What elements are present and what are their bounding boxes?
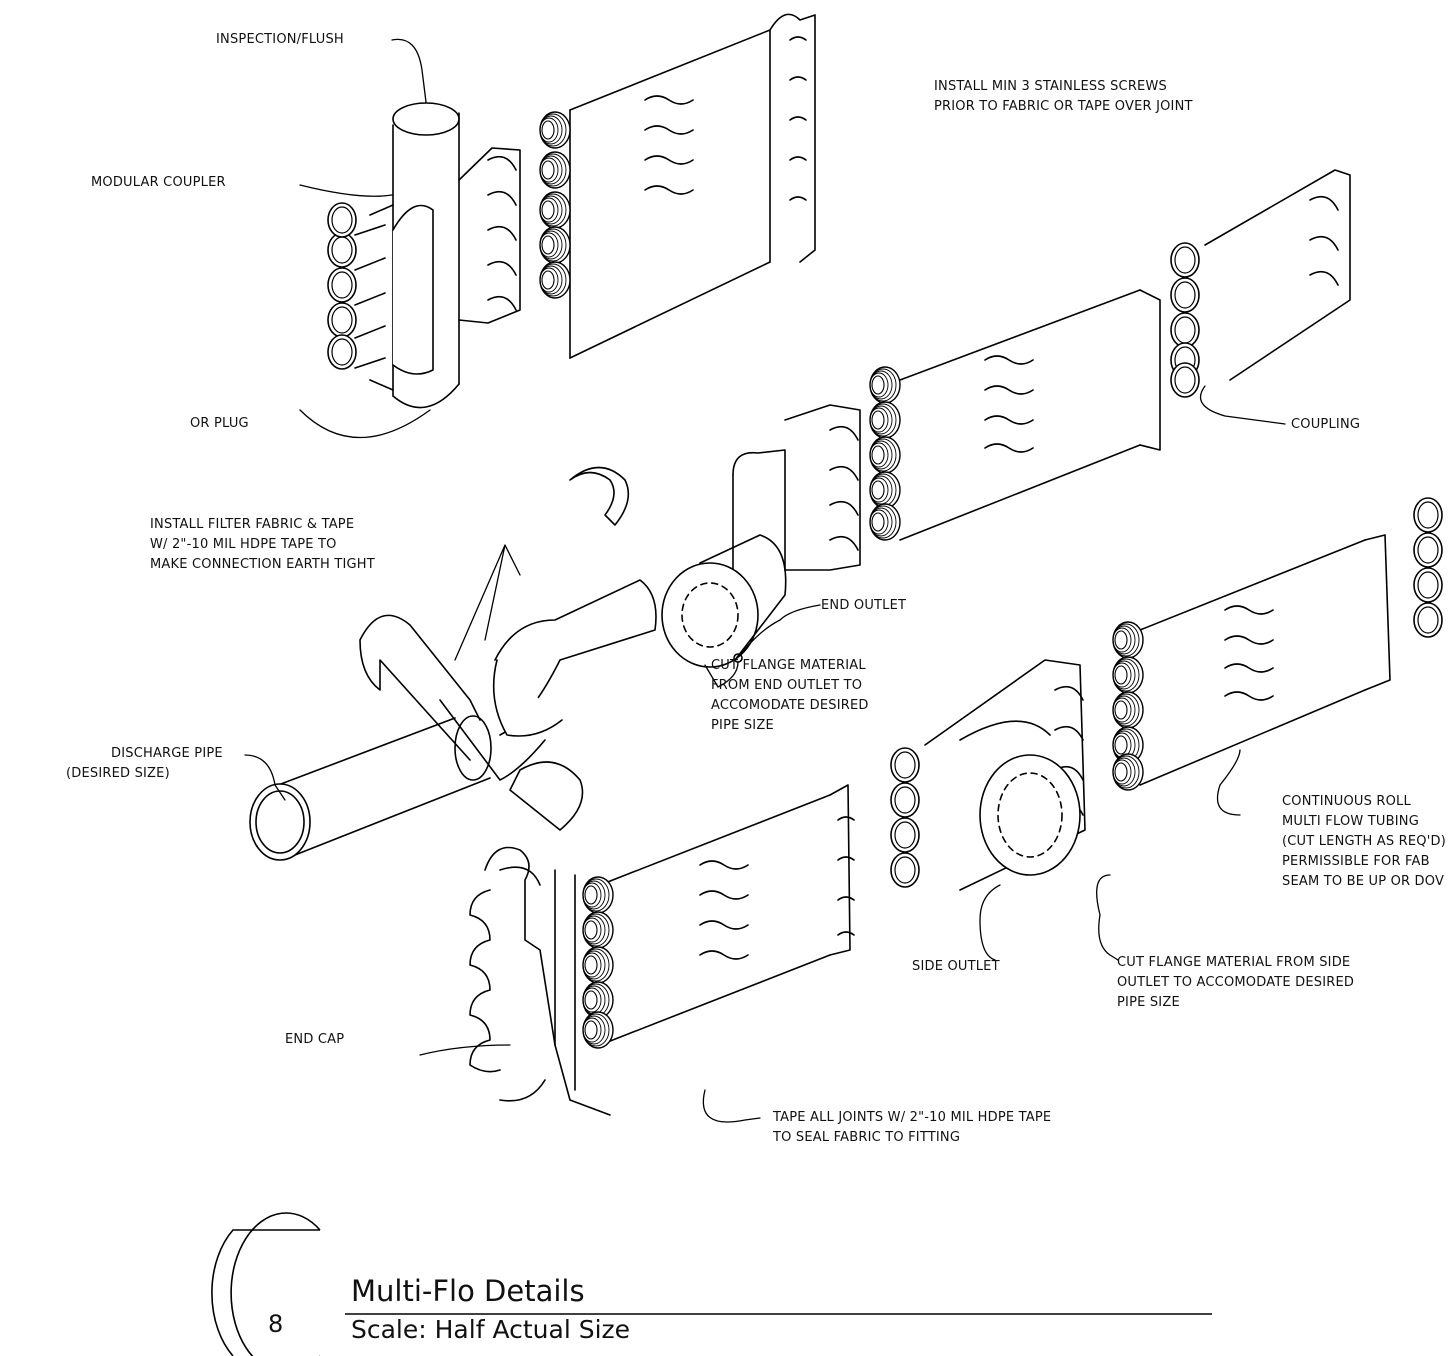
label-line: PIPE SIZE [711, 718, 774, 733]
label-line: DISCHARGE PIPE [111, 746, 223, 761]
label-line: PRIOR TO FABRIC OR TAPE OVER JOINT [934, 99, 1193, 114]
leader-lines [244, 38, 1286, 1123]
label-install-screws: INSTALL MIN 3 STAINLESS SCREWS PRIOR TO … [934, 77, 1193, 117]
label-continuous-roll: CONTINUOUS ROLL MULTI FLOW TUBING (CUT L… [1282, 792, 1446, 892]
label-line: PERMISSIBLE FOR FAB [1282, 854, 1430, 869]
label-line: TO SEAL FABRIC TO FITTING [773, 1130, 961, 1145]
label-line: ACCOMODATE DESIRED [711, 698, 869, 713]
label-line: TAPE ALL JOINTS W/ 2"-10 MIL HDPE TAPE [773, 1110, 1052, 1125]
detail-title: Multi-Flo Details [351, 1274, 585, 1308]
label-tape-joints: TAPE ALL JOINTS W/ 2"-10 MIL HDPE TAPE T… [773, 1108, 1051, 1148]
label-line: INSTALL MIN 3 STAINLESS SCREWS [934, 79, 1167, 94]
label-or-plug: OR PLUG [190, 416, 249, 431]
label-line: PIPE SIZE [1117, 995, 1180, 1010]
label-line: (DESIRED SIZE) [66, 766, 170, 781]
label-line: CONTINUOUS ROLL [1282, 794, 1411, 809]
title-block-graphics [211, 1212, 1212, 1356]
label-line: INSTALL FILTER FABRIC & TAPE [150, 517, 355, 532]
label-side-outlet: SIDE OUTLET [912, 959, 1000, 974]
label-cut-flange-end: CUT FLANGE MATERIAL FROM END OUTLET TO A… [711, 656, 869, 736]
label-modular-coupler: MODULAR COUPLER [91, 175, 226, 190]
label-discharge-pipe: DISCHARGE PIPE (DESIRED SIZE) [66, 744, 223, 784]
label-line: CUT FLANGE MATERIAL FROM SIDE [1117, 955, 1351, 970]
label-line: OUTLET TO ACCOMODATE DESIRED [1117, 975, 1355, 990]
label-line: MULTI FLOW TUBING [1282, 814, 1419, 829]
label-line: W/ 2"-10 MIL HDPE TAPE TO [150, 537, 337, 552]
label-line: CUT FLANGE MATERIAL [711, 658, 866, 673]
label-end-cap: END CAP [285, 1032, 345, 1047]
label-install-filter: INSTALL FILTER FABRIC & TAPE W/ 2"-10 MI… [150, 515, 375, 575]
end-cap-assembly [469, 846, 611, 1116]
side-outlet-assembly [890, 659, 1086, 891]
modular-coupler-assembly [327, 102, 521, 409]
tubing-bundle-top [539, 13, 816, 359]
tubing-bundle-right [1112, 497, 1443, 791]
label-line: (CUT LENGTH AS REQ'D) [1282, 834, 1446, 849]
coupling-right [1170, 169, 1351, 398]
label-line: MAKE CONNECTION EARTH TIGHT [150, 557, 375, 572]
label-cut-flange-side: CUT FLANGE MATERIAL FROM SIDE OUTLET TO … [1117, 953, 1354, 1013]
label-line: FROM END OUTLET TO [711, 678, 863, 693]
filter-fabric-assembly [359, 466, 657, 831]
detail-scale: Scale: Half Actual Size [351, 1315, 631, 1344]
tubing-bundle-middle [869, 289, 1161, 541]
label-line: SEAM TO BE UP OR DOV [1282, 874, 1445, 889]
tubing-bundle-bottom [582, 784, 855, 1049]
label-coupling: COUPLING [1291, 417, 1361, 432]
label-end-outlet: END OUTLET [821, 598, 907, 613]
detail-number: 8 [268, 1310, 284, 1338]
discharge-pipe [249, 715, 492, 861]
label-inspection-flush: INSPECTION/FLUSH [216, 32, 344, 47]
end-outlet-assembly [661, 404, 861, 668]
